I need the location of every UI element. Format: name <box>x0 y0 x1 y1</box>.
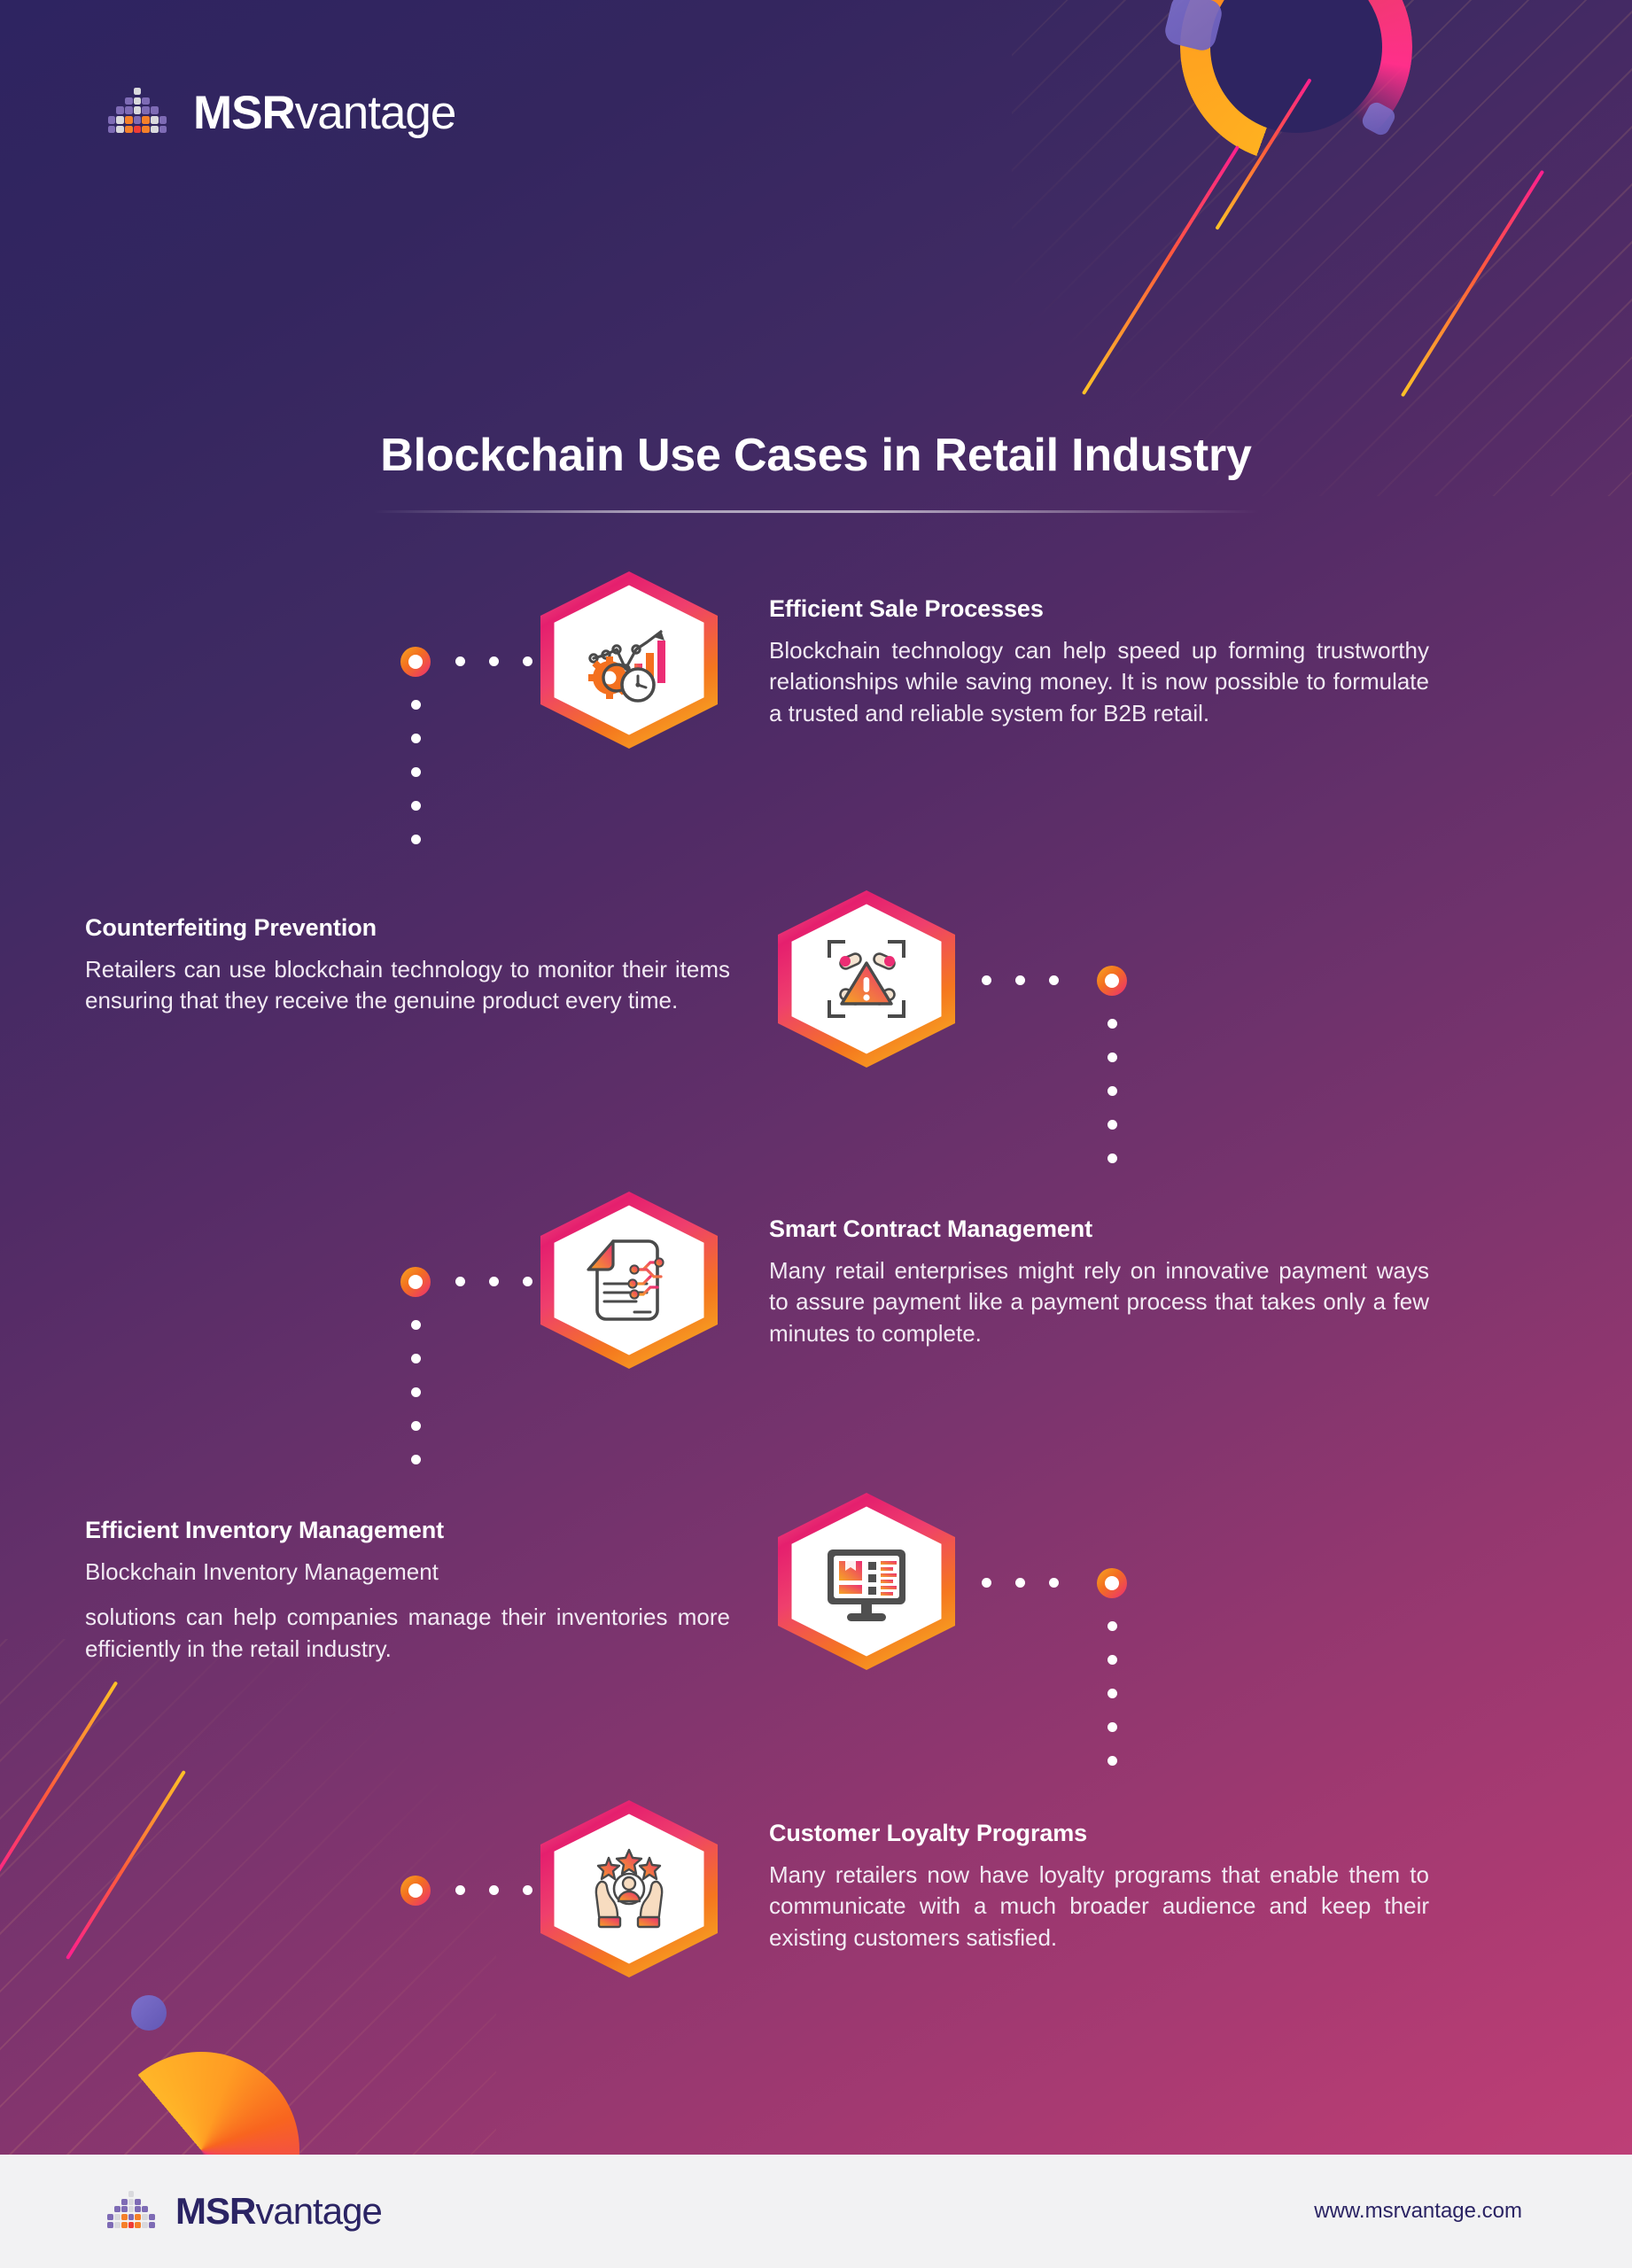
connector-dot <box>1107 1689 1117 1698</box>
section-heading: Customer Loyalty Programs <box>769 1820 1088 1846</box>
connector-dot <box>411 801 421 811</box>
connector-dot <box>411 1354 421 1363</box>
section-paragraph: Retailers can use blockchain technology … <box>85 956 730 1014</box>
connector-dot <box>1107 1722 1117 1732</box>
section-icon-3 <box>778 1493 955 1670</box>
connector-dot <box>1107 1756 1117 1766</box>
section-text-0: Efficient Sale Processes Blockchain tech… <box>769 595 1429 729</box>
connector-node-0 <box>400 647 431 677</box>
streak-line-1 <box>1215 78 1312 230</box>
connector-dot <box>523 656 532 666</box>
section-icon-2 <box>540 1192 718 1369</box>
section-paragraph: Many retail enterprises might rely on in… <box>769 1257 1429 1347</box>
customer-loyalty-hands-stars-icon <box>540 1800 718 1977</box>
connector-dot <box>523 1885 532 1895</box>
section-heading: Smart Contract Management <box>769 1216 1093 1242</box>
inventory-monitor-icon <box>778 1493 955 1670</box>
connector-dot <box>1107 1052 1117 1062</box>
sales-growth-gear-clock-icon <box>540 571 718 749</box>
square-decoration-top-small <box>1359 99 1398 138</box>
connector-dot <box>1015 1578 1025 1588</box>
connector-dot <box>411 734 421 743</box>
footer-brand-name-light: vantage <box>255 2190 382 2232</box>
connector-dot <box>489 1277 499 1286</box>
section-icon-1 <box>778 890 955 1068</box>
connector-dot <box>455 656 465 666</box>
connector-node-1 <box>1097 966 1127 996</box>
connector-dot <box>1107 1019 1117 1029</box>
connector-dot <box>411 1421 421 1431</box>
connector-dot <box>1015 975 1025 985</box>
connector-dot <box>411 1320 421 1330</box>
brand-name-light: vantage <box>294 86 457 139</box>
footer-website-url[interactable]: www.msrvantage.com <box>1314 2199 1522 2223</box>
streak-line-4 <box>0 1681 119 1886</box>
hatch-lines-top-right <box>1012 0 1632 496</box>
square-decoration-top <box>1162 0 1225 54</box>
section-text-1: Counterfeiting Prevention Retailers can … <box>85 914 730 1017</box>
streak-line-3 <box>1400 169 1545 398</box>
connector-dot <box>411 835 421 844</box>
connector-dot <box>1107 1655 1117 1665</box>
msr-diamond-logo-icon <box>105 2190 158 2233</box>
connector-dot <box>455 1277 465 1286</box>
connector-dot <box>1049 975 1059 985</box>
connector-dot <box>523 1277 532 1286</box>
section-text-4: Customer Loyalty Programs Many retailers… <box>769 1820 1429 1953</box>
section-paragraph: solutions can help companies manage thei… <box>85 1604 730 1662</box>
connector-dot <box>411 767 421 777</box>
header-logo[interactable]: MSRvantage <box>105 86 457 139</box>
hatch-lines-bottom-left <box>0 1639 496 2188</box>
connector-dot <box>411 1455 421 1464</box>
connector-dot <box>489 656 499 666</box>
streak-line-2 <box>1081 145 1240 395</box>
title-divider <box>373 510 1259 513</box>
connector-dot <box>455 1885 465 1895</box>
connector-dot <box>411 700 421 710</box>
section-heading: Efficient Inventory Management <box>85 1517 445 1543</box>
connector-dot <box>1107 1120 1117 1130</box>
msr-diamond-logo-icon <box>105 87 170 138</box>
connector-node-3 <box>1097 1568 1127 1598</box>
brand-wordmark: MSRvantage <box>193 86 457 139</box>
connector-dot <box>1107 1086 1117 1096</box>
section-text-3: Efficient Inventory Management Blockchai… <box>85 1517 730 1665</box>
section-icon-0 <box>540 571 718 749</box>
connector-dot <box>411 1387 421 1397</box>
footer-logo[interactable]: MSRvantage <box>105 2190 383 2233</box>
counterfeit-warning-scan-icon <box>778 890 955 1068</box>
connector-dot <box>982 975 991 985</box>
section-paragraph: Many retailers now have loyalty programs… <box>769 1861 1429 1951</box>
section-paragraph: Blockchain Inventory Management <box>85 1558 439 1585</box>
connector-dot <box>1049 1578 1059 1588</box>
circle-decoration-bottom-small <box>131 1995 167 2031</box>
footer: MSRvantage www.msrvantage.com <box>0 2155 1632 2268</box>
section-heading: Efficient Sale Processes <box>769 595 1044 622</box>
smart-contract-document-icon <box>540 1192 718 1369</box>
streak-line-5 <box>66 1769 186 1961</box>
ring-decoration-top-right <box>1180 0 1412 163</box>
connector-node-4 <box>400 1876 431 1906</box>
page-title: Blockchain Use Cases in Retail Industry <box>380 430 1252 481</box>
connector-node-2 <box>400 1267 431 1297</box>
footer-brand-wordmark: MSRvantage <box>175 2190 383 2232</box>
section-text-2: Smart Contract Management Many retail en… <box>769 1216 1429 1349</box>
connector-dot <box>1107 1621 1117 1631</box>
footer-brand-name-bold: MSR <box>175 2190 256 2232</box>
section-heading: Counterfeiting Prevention <box>85 914 377 941</box>
connector-dot <box>982 1578 991 1588</box>
section-icon-4 <box>540 1800 718 1977</box>
connector-dot <box>1107 1153 1117 1163</box>
brand-name-bold: MSR <box>193 86 296 139</box>
connector-dot <box>489 1885 499 1895</box>
page-title-wrap: Blockchain Use Cases in Retail Industry <box>0 429 1632 482</box>
section-paragraph: Blockchain technology can help speed up … <box>769 637 1429 726</box>
